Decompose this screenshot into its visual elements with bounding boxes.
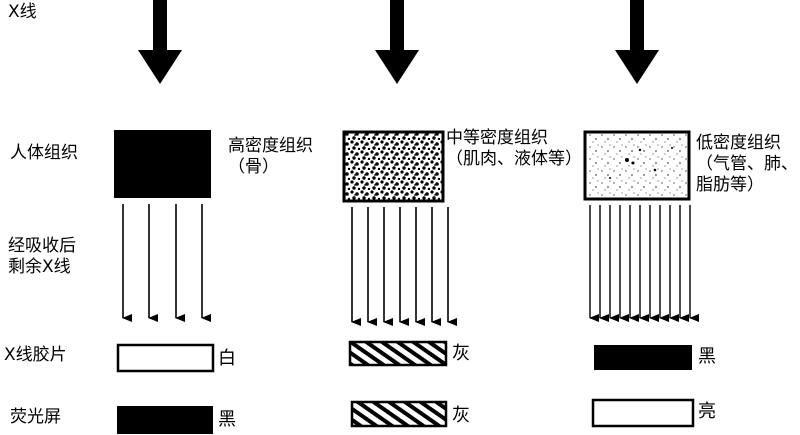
row-label-remaining: 经吸收后 剩余X线 bbox=[8, 236, 76, 277]
film-result-white bbox=[116, 343, 215, 373]
tissue-label-high: 高密度组织 （骨） bbox=[228, 136, 313, 177]
incoming-arrow bbox=[615, 0, 659, 84]
high-density-tissue-block bbox=[114, 130, 211, 198]
film-result-label-high: 白 bbox=[218, 348, 236, 369]
film-result-label-medium: 灰 bbox=[452, 343, 470, 364]
row-label-xray: X线 bbox=[8, 2, 37, 22]
row-label-film: X线胶片 bbox=[4, 345, 67, 365]
medium-density-tissue-block bbox=[342, 130, 445, 203]
row-label-tissue: 人体组织 bbox=[10, 143, 78, 163]
tissue-label-medium: 中等密度组织 （肌肉、液体等） bbox=[446, 128, 582, 169]
screen-result-bright bbox=[591, 398, 695, 428]
row-label-screen: 荧光屏 bbox=[10, 407, 61, 427]
film-result-black bbox=[594, 345, 692, 370]
remaining-xray-arrows-high bbox=[122, 204, 211, 322]
incoming-arrow bbox=[138, 0, 182, 84]
screen-result-gray bbox=[350, 400, 448, 428]
screen-result-label-low: 亮 bbox=[698, 401, 716, 422]
screen-result-black bbox=[117, 406, 213, 434]
remaining-xray-arrows-medium bbox=[351, 207, 457, 326]
film-result-label-low: 黑 bbox=[698, 346, 716, 367]
incoming-arrow bbox=[375, 0, 419, 84]
film-result-gray bbox=[348, 340, 448, 367]
screen-result-label-medium: 灰 bbox=[452, 405, 470, 426]
tissue-label-low: 低密度组织 （气管、肺、 脂肪等） bbox=[696, 133, 798, 195]
low-density-tissue-block bbox=[583, 130, 691, 201]
low-density-blots bbox=[609, 147, 673, 179]
remaining-xray-arrows-low bbox=[589, 205, 699, 322]
screen-result-label-high: 黑 bbox=[218, 409, 236, 430]
